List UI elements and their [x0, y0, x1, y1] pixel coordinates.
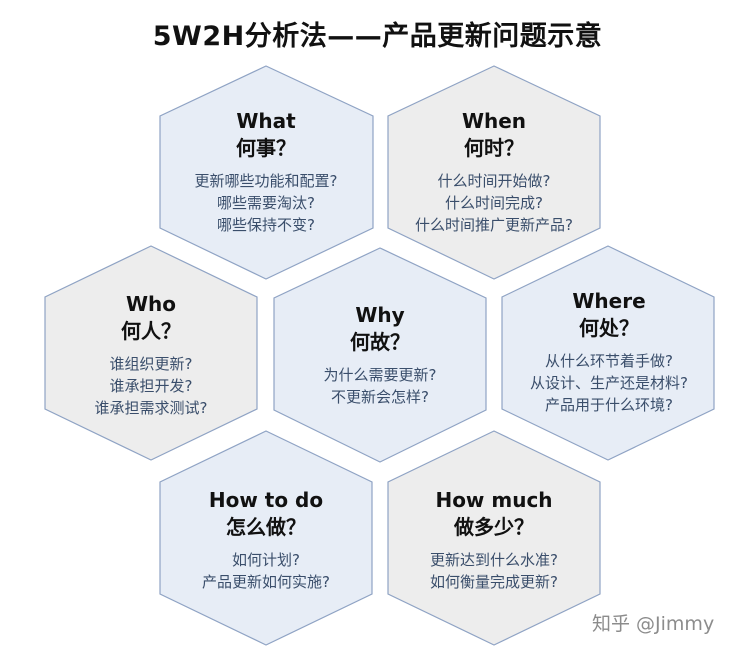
question-line: 如何计划? — [232, 551, 300, 569]
hexagon-title-en: Who — [125, 292, 177, 316]
hexagon-what-content: What 何事？ 更新哪些功能和配置? 哪些需要淘汰? 哪些保持不变? — [166, 108, 366, 236]
hexagon-title-en: Where — [572, 289, 646, 313]
hexagon-how-to-do-content: How to do 怎么做？ 如何计划? 产品更新如何实施? — [166, 487, 366, 593]
question-line: 谁承担开发? — [109, 377, 193, 395]
question-line: 什么时间完成? — [445, 194, 543, 212]
question-line: 从设计、生产还是材料? — [530, 374, 688, 392]
page-title: 5W2H分析法——产品更新问题示意 — [152, 21, 603, 52]
question-line: 谁承担需求测试? — [94, 399, 208, 417]
question-line: 谁组织更新? — [109, 355, 193, 373]
question-line: 更新哪些功能和配置? — [194, 172, 338, 190]
hexagon-title-en: How much — [435, 488, 553, 512]
hexagon-how-much-content: How much 做多少？ 更新达到什么水准? 如何衡量完成更新? — [394, 487, 594, 593]
hexagon-title-zh: 何时？ — [464, 136, 524, 160]
hexagon-when — [387, 65, 601, 280]
hexagon-when-content: When 何时？ 什么时间开始做? 什么时间完成? 什么时间推广更新产品? — [389, 108, 599, 236]
question-line: 更新达到什么水准? — [430, 551, 558, 569]
question-line: 如何衡量完成更新? — [430, 573, 558, 591]
hexagon-title-en: How to do — [208, 488, 324, 512]
hexagon-title-en: What — [236, 109, 296, 133]
hexagon-title-zh: 何人？ — [121, 319, 181, 343]
watermark: 知乎 @Jimmy — [592, 613, 715, 635]
question-line: 什么时间推广更新产品? — [415, 216, 573, 234]
hexagon-what — [159, 65, 374, 280]
hexagon-title-zh: 何处？ — [579, 316, 639, 340]
hexagon-title-en: Why — [355, 303, 405, 327]
question-line: 从什么环节着手做? — [545, 352, 673, 370]
hexagon-where — [501, 245, 715, 461]
hexagon-title-zh: 怎么做？ — [226, 515, 306, 539]
hexagon-who — [44, 245, 258, 461]
hexagon-how-much — [387, 430, 601, 646]
question-line: 什么时间开始做? — [437, 172, 551, 190]
question-line: 哪些需要淘汰? — [217, 194, 315, 212]
hexagon-where-content: Where 何处？ 从什么环节着手做? 从设计、生产还是材料? 产品用于什么环境… — [504, 288, 714, 416]
hexagon-why-content: Why 何故？ 为什么需要更新? 不更新会怎样? — [280, 302, 480, 408]
hexagon-why — [273, 247, 487, 463]
hexagon-title-zh: 做多少？ — [454, 515, 534, 539]
question-line: 为什么需要更新? — [323, 366, 437, 384]
hexagon-title-zh: 何故？ — [350, 330, 410, 354]
question-line: 产品更新如何实施? — [202, 573, 330, 591]
question-line: 产品用于什么环境? — [545, 396, 673, 414]
hexagon-title-en: When — [461, 109, 527, 133]
hexagon-how-to-do — [159, 430, 373, 646]
hexagon-title-zh: 何事？ — [236, 136, 296, 160]
question-line: 不更新会怎样? — [331, 388, 429, 406]
question-line: 哪些保持不变? — [217, 216, 315, 234]
hexagon-who-content: Who 何人？ 谁组织更新? 谁承担开发? 谁承担需求测试? — [51, 291, 251, 419]
